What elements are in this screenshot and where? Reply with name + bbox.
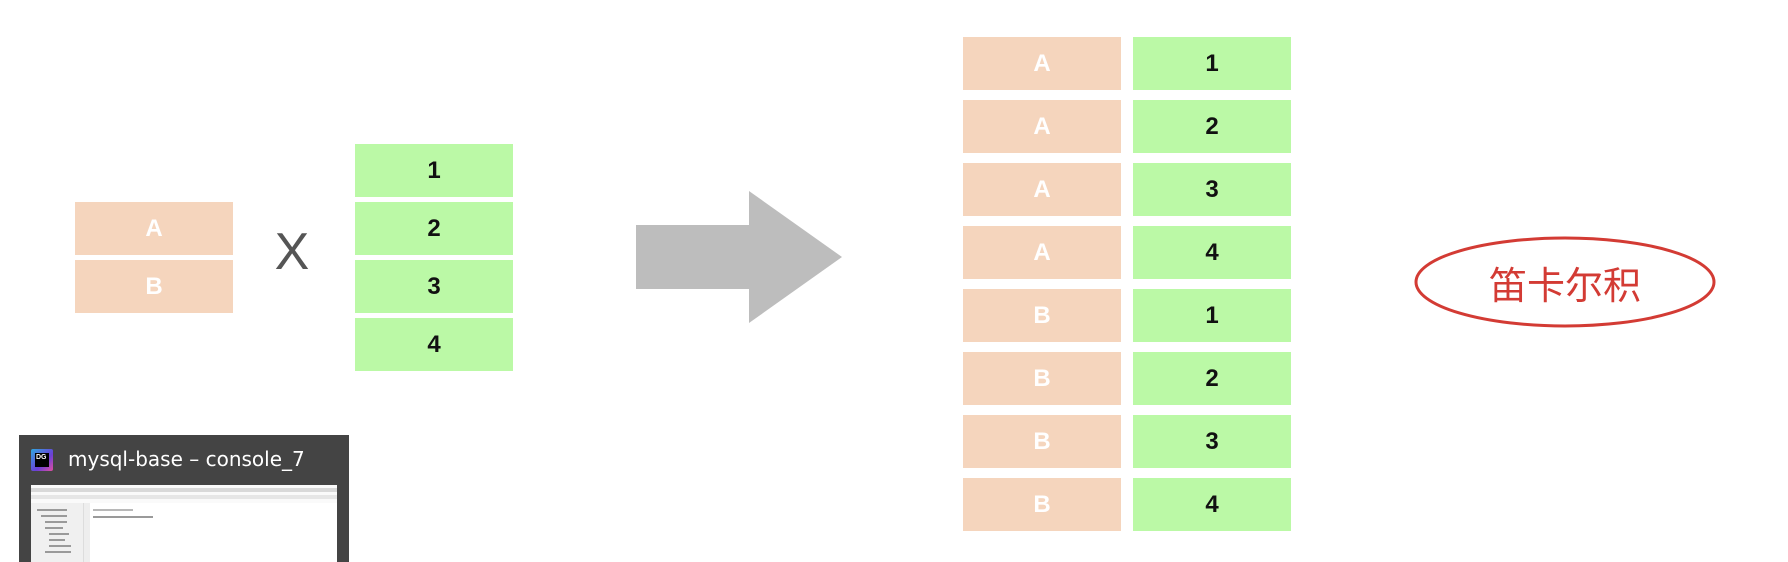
- result-letter-cell: A: [963, 163, 1121, 216]
- cartesian-product-label: 笛卡尔积: [1412, 234, 1718, 330]
- left-letter-cell: A: [75, 202, 233, 255]
- result-number-cell: 4: [1133, 478, 1291, 531]
- result-number-cell: 3: [1133, 163, 1291, 216]
- right-arrow-icon: [636, 191, 842, 323]
- result-number-cell: 2: [1133, 100, 1291, 153]
- result-number-cell: 1: [1133, 289, 1291, 342]
- thumbnail-title: mysql-base – console_7: [68, 447, 305, 471]
- result-letter-cell: B: [963, 415, 1121, 468]
- result-number-cell: 3: [1133, 415, 1291, 468]
- result-number-cell: 2: [1133, 352, 1291, 405]
- result-letter-cell: A: [963, 37, 1121, 90]
- left-number-cell: 1: [355, 144, 513, 197]
- thumbnail-preview: [31, 485, 337, 562]
- result-letter-cell: B: [963, 352, 1121, 405]
- result-number-cell: 1: [1133, 37, 1291, 90]
- cartesian-product-text: 笛卡尔积: [1488, 263, 1641, 308]
- result-letter-cell: B: [963, 289, 1121, 342]
- datagrip-app-icon: DG: [31, 449, 53, 471]
- app-icon-text: DG: [35, 453, 49, 467]
- window-thumbnail[interactable]: DG mysql-base – console_7: [19, 435, 349, 562]
- ellipse-outline: [1414, 236, 1716, 328]
- thumbnail-header: DG mysql-base – console_7: [19, 435, 349, 485]
- result-letter-cell: A: [963, 100, 1121, 153]
- multiply-operator: X: [274, 223, 310, 281]
- result-letter-cell: B: [963, 478, 1121, 531]
- left-number-cell: 4: [355, 318, 513, 371]
- left-letter-cell: B: [75, 260, 233, 313]
- left-number-cell: 2: [355, 202, 513, 255]
- result-number-cell: 4: [1133, 226, 1291, 279]
- left-number-cell: 3: [355, 260, 513, 313]
- result-letter-cell: A: [963, 226, 1121, 279]
